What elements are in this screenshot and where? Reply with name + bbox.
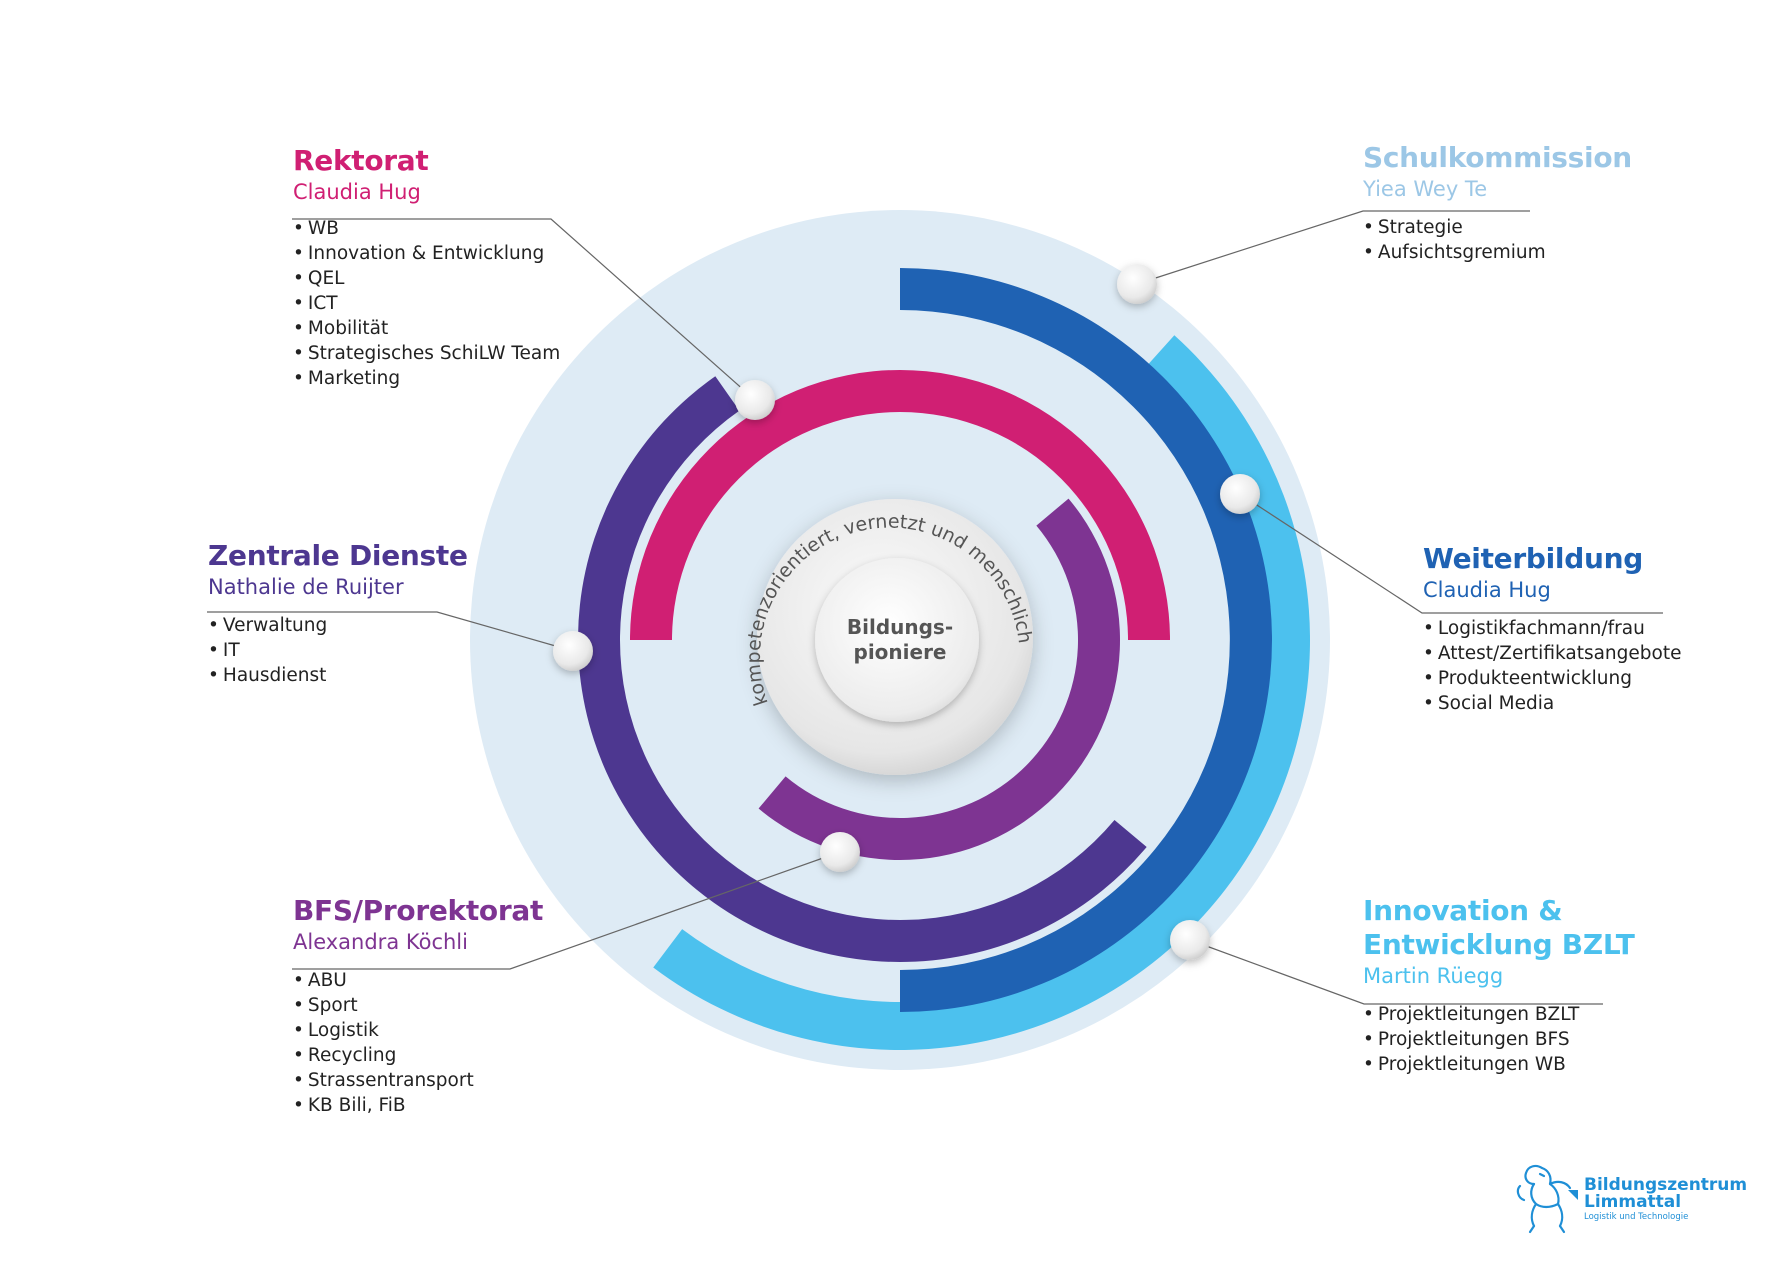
list-item: QEL [293, 266, 560, 291]
section-items: ABU Sport Logistik Recycling Strassentra… [293, 968, 543, 1118]
section-rektorat: Rektorat Claudia Hug WB Innovation & Ent… [293, 144, 560, 391]
list-item: Verwaltung [208, 613, 468, 638]
section-items: WB Innovation & Entwicklung QEL ICT Mobi… [293, 216, 560, 391]
knobs [553, 264, 1260, 960]
list-item: Sport [293, 993, 543, 1018]
list-item: ABU [293, 968, 543, 993]
section-innovation: Innovation & Entwicklung BZLT Martin Rüe… [1363, 894, 1635, 1077]
arc-innovation [653, 335, 1310, 1050]
logo: Bildungszentrum Limmattal Logistik und T… [1512, 1160, 1752, 1236]
list-item: Aufsichtsgremium [1363, 240, 1632, 265]
list-item: IT [208, 638, 468, 663]
section-title: Zentrale Dienste [208, 539, 468, 572]
section-title: Schulkommission [1363, 141, 1632, 174]
list-item: Strategisches SchiLW Team [293, 341, 560, 366]
list-item: Social Media [1423, 691, 1681, 716]
center-inner-disc [815, 558, 979, 722]
section-title: Rektorat [293, 144, 429, 177]
section-bfs: BFS/Prorektorat Alexandra Köchli ABU Spo… [293, 894, 543, 1118]
list-item: KB Bili, FiB [293, 1093, 543, 1118]
section-items: Verwaltung IT Hausdienst [208, 613, 468, 688]
section-title: Weiterbildung [1423, 542, 1643, 575]
section-person: Yiea Wey Te [1363, 177, 1488, 201]
list-item: Recycling [293, 1043, 543, 1068]
section-weiterbildung: Weiterbildung Claudia Hug Logistikfachma… [1423, 542, 1681, 716]
section-person: Claudia Hug [293, 180, 421, 204]
list-item: Logistik [293, 1018, 543, 1043]
section-person: Claudia Hug [1423, 578, 1551, 602]
list-item: Logistikfachmann/frau [1423, 616, 1681, 641]
center-label-line2: pioniere [854, 640, 947, 664]
lion-logo-icon [1516, 1164, 1578, 1234]
list-item: Projektleitungen BZLT [1363, 1002, 1635, 1027]
connector-schulkommission [1136, 210, 1530, 285]
center-label-line1: Bildungs- [847, 615, 953, 639]
arc-weiterbildung [900, 268, 1272, 1012]
logo-line2: Limmattal [1584, 1192, 1682, 1212]
list-item: Hausdienst [208, 663, 468, 688]
section-person: Martin Rüegg [1363, 964, 1504, 988]
arc-rektorat [630, 370, 1170, 640]
connector-weiterbildung [1239, 493, 1663, 614]
list-item: Projektleitungen BFS [1363, 1027, 1635, 1052]
arc-bfs [758, 498, 1120, 861]
knob-rektorat [735, 380, 775, 420]
knob-innovation [1170, 920, 1210, 960]
section-items: Logistikfachmann/frau Attest/Zertifikats… [1423, 616, 1682, 716]
knob-schulkommission [1117, 264, 1157, 304]
section-items: Projektleitungen BZLT Projektleitungen B… [1363, 1002, 1635, 1077]
list-item: Mobilität [293, 316, 560, 341]
list-item: Attest/Zertifikatsangebote [1423, 641, 1682, 666]
section-items: Strategie Aufsichtsgremium [1363, 215, 1632, 265]
list-item: Produkteentwicklung [1423, 666, 1681, 691]
section-schulkommission: Schulkommission Yiea Wey Te Strategie Au… [1363, 141, 1632, 265]
list-item: ICT [293, 291, 560, 316]
list-item: Projektleitungen WB [1363, 1052, 1635, 1077]
knob-weiterbildung [1220, 474, 1260, 514]
section-zentrale-dienste: Zentrale Dienste Nathalie de Ruijter Ver… [208, 539, 468, 688]
connector-zentrale-dienste [207, 611, 574, 652]
knob-bfs [820, 832, 860, 872]
list-item: Strategie [1363, 215, 1632, 240]
list-item: WB [293, 216, 560, 241]
list-item: Innovation & Entwicklung [293, 241, 560, 266]
list-item: Strassentransport [293, 1068, 543, 1093]
section-title-line2: Entwicklung BZLT [1363, 928, 1635, 961]
section-person: Alexandra Köchli [293, 930, 468, 954]
knob-zentrale-dienste [553, 631, 593, 671]
logo-line3: Logistik und Technologie [1584, 1212, 1689, 1222]
logo-line1: Bildungszentrum [1584, 1175, 1748, 1195]
ring-arcs [577, 268, 1310, 1050]
list-item: Marketing [293, 366, 560, 391]
section-title: BFS/Prorektorat [293, 894, 544, 927]
section-title-line1: Innovation & [1363, 894, 1563, 927]
section-person: Nathalie de Ruijter [208, 575, 404, 599]
